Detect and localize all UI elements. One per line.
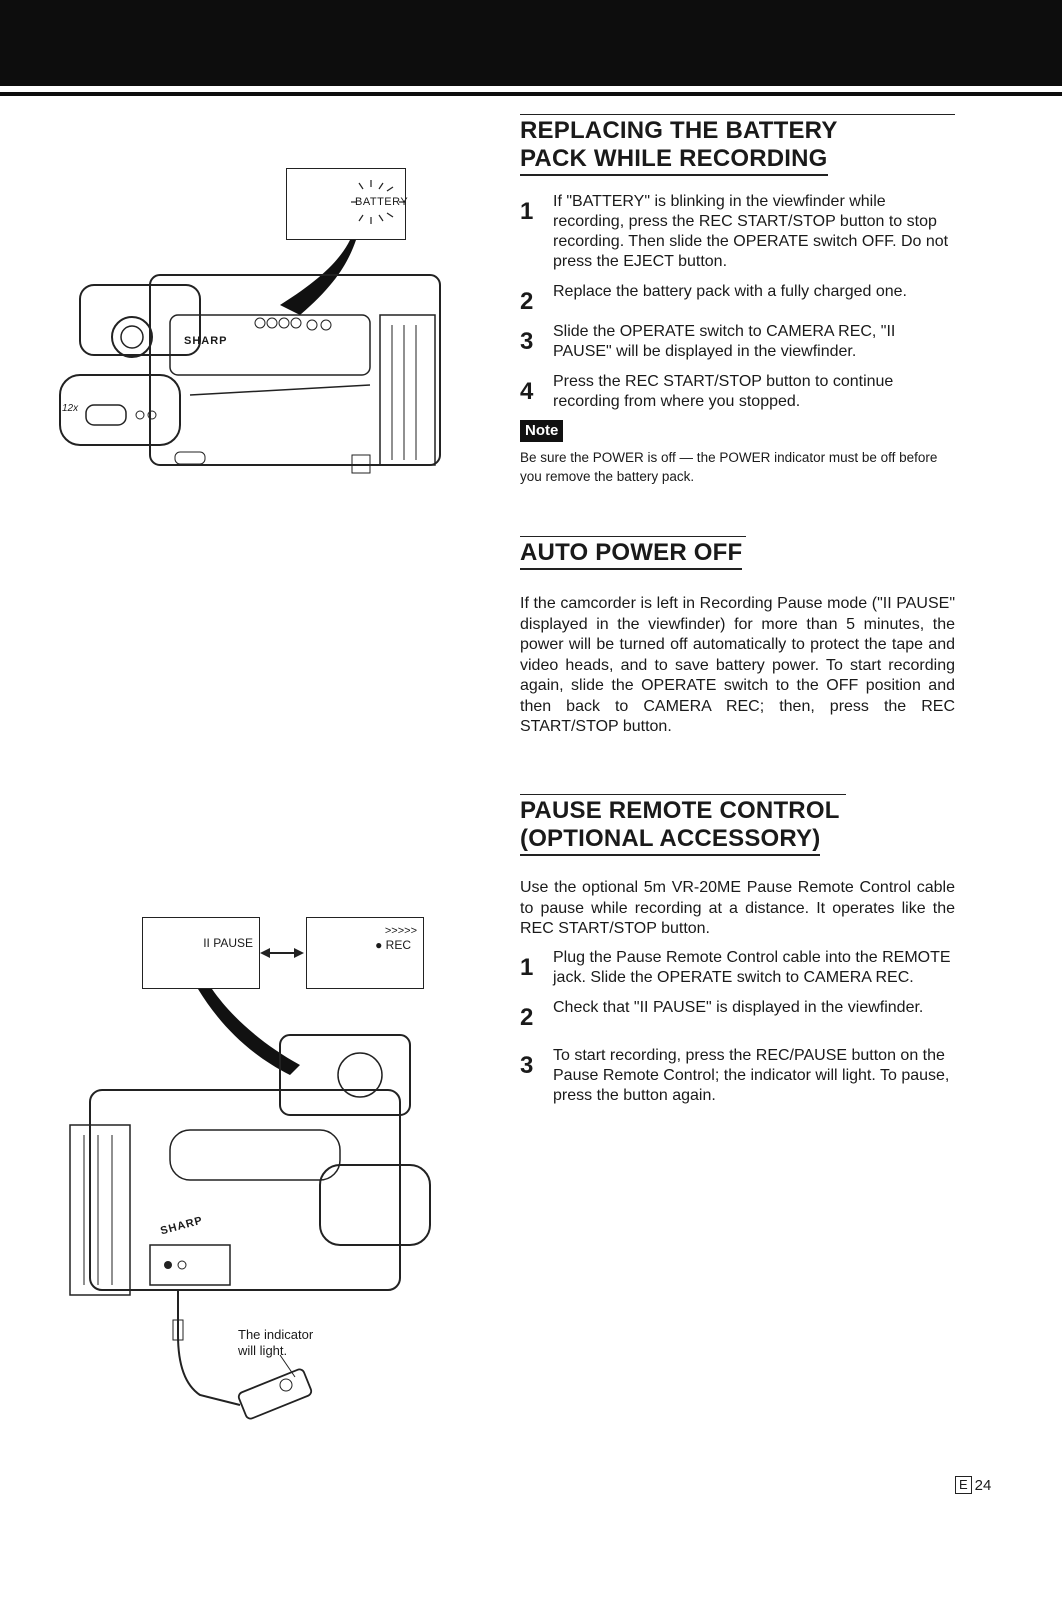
section-auto-power-off: AUTO POWER OFF If the camcorder is left … <box>520 536 955 738</box>
camera-brand-label: SHARP <box>184 335 228 347</box>
step-number: 1 <box>520 953 534 981</box>
step-2: 2 Replace the battery pack with a fully … <box>520 282 955 314</box>
section-replacing-battery: REPLACING THE BATTERY PACK WHILE RECORDI… <box>520 114 955 486</box>
section-title: REPLACING THE BATTERY PACK WHILE RECORDI… <box>520 117 955 176</box>
step-1: 1 Plug the Pause Remote Control cable in… <box>520 948 955 988</box>
caption-line-2: will light. <box>238 1343 288 1358</box>
step-2: 2 Check that "II PAUSE" is displayed in … <box>520 998 955 1030</box>
lcd-pause-text: II PAUSE <box>203 936 253 950</box>
title-line-2: (OPTIONAL ACCESSORY) <box>520 825 821 856</box>
step-4: 4 Press the REC START/STOP button to con… <box>520 372 955 412</box>
title-line-1: AUTO POWER OFF <box>520 539 743 570</box>
zoom-label: 12x <box>62 403 79 414</box>
camcorder-remote-drawing <box>69 948 431 1420</box>
step-text: Slide the OPERATE switch to CAMERA REC, … <box>553 323 896 360</box>
step-number: 3 <box>520 1051 534 1079</box>
header-bar <box>0 0 1062 86</box>
viewfinder-pause-display: II PAUSE <box>142 917 260 989</box>
title-line-1: REPLACING THE BATTERY <box>520 117 838 144</box>
step-3: 3 Slide the OPERATE switch to CAMERA REC… <box>520 322 955 362</box>
step-text: To start recording, press the REC/PAUSE … <box>553 1046 950 1104</box>
header-rule <box>0 92 1062 96</box>
lcd-rec-arrows: >>>>> <box>384 925 417 937</box>
step-number: 2 <box>520 288 534 315</box>
section-title: AUTO POWER OFF <box>520 539 955 570</box>
camcorder-drawing <box>59 240 441 474</box>
title-rule <box>520 114 955 115</box>
auto-power-text: If the camcorder is left in Recording Pa… <box>520 595 955 735</box>
blink-rays-icon <box>351 180 405 224</box>
step-text: Replace the battery pack with a fully ch… <box>553 283 907 300</box>
indicator-caption: The indicator will light. <box>238 1327 313 1359</box>
viewfinder-battery-text: BATTERY <box>355 196 409 208</box>
page-number: E 24 <box>955 1476 991 1494</box>
camcorder-battery-illustration: BATTERY SHARP 12x <box>50 165 450 495</box>
viewfinder-rec-display: >>>>> ● REC <box>306 917 424 989</box>
pause-remote-illustration: II PAUSE >>>>> ● REC SHARP The indicator… <box>60 915 440 1435</box>
section-title: PAUSE REMOTE CONTROL (OPTIONAL ACCESSORY… <box>520 797 955 856</box>
step-3: 3 To start recording, press the REC/PAUS… <box>520 1046 955 1106</box>
step-text: Press the REC START/STOP button to conti… <box>553 373 894 410</box>
note-text: Be sure the POWER is off — the POWER ind… <box>520 450 938 484</box>
step-number: 1 <box>520 198 534 225</box>
caption-line-1: The indicator <box>238 1327 314 1342</box>
step-text: If "BATTERY" is blinking in the viewfind… <box>553 193 949 270</box>
step-number: 2 <box>520 1003 534 1031</box>
viewfinder-battery-display: BATTERY <box>286 168 409 240</box>
step-number: 3 <box>520 328 534 355</box>
section-pause-remote: PAUSE REMOTE CONTROL (OPTIONAL ACCESSORY… <box>520 794 955 1116</box>
title-line-2: PACK WHILE RECORDING <box>520 145 828 176</box>
page-number-text: 24 <box>974 1476 992 1494</box>
step-text: Plug the Pause Remote Control cable into… <box>553 948 951 986</box>
title-rule <box>520 794 846 795</box>
step-1: 1 If "BATTERY" is blinking in the viewfi… <box>520 192 955 272</box>
lcd-rec-text: ● REC <box>375 938 411 952</box>
step-text: Check that "II PAUSE" is displayed in th… <box>553 998 924 1016</box>
pause-remote-intro: Use the optional 5m VR-20ME Pause Remote… <box>520 879 955 937</box>
title-line-1: PAUSE REMOTE CONTROL <box>520 797 840 824</box>
step-number: 4 <box>520 378 534 405</box>
language-box: E <box>955 1476 972 1494</box>
double-arrow-icon <box>260 948 304 958</box>
title-rule <box>520 536 746 537</box>
note-badge: Note <box>520 420 564 442</box>
